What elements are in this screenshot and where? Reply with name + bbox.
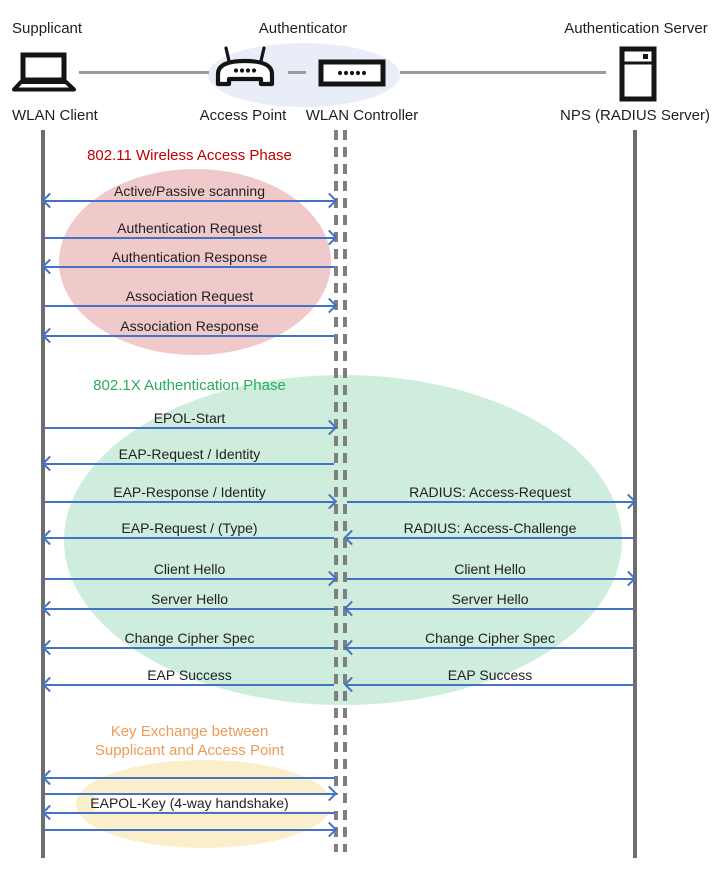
- handshake-arrow-right: [45, 793, 334, 795]
- device-label-wlan-controller: WLAN Controller: [305, 107, 419, 124]
- message-arrow-left: [347, 647, 633, 649]
- laptop-icon: [12, 52, 78, 93]
- handshake-arrow-left: [45, 812, 334, 814]
- connector-line: [400, 71, 606, 74]
- message-arrow-left: [347, 608, 633, 610]
- lifeline-wlan-client: [41, 130, 45, 858]
- message-label: Authentication Response: [111, 249, 268, 265]
- lifeline-wlan-controller-dashed-2: [343, 130, 347, 852]
- message-label: Change Cipher Spec: [124, 630, 255, 646]
- message-arrow-right: [45, 578, 334, 580]
- message-label: RADIUS: Access-Challenge: [403, 520, 577, 536]
- device-label-nps-radius-server: NPS (RADIUS Server): [559, 107, 711, 124]
- message-label: Authentication Request: [117, 220, 262, 236]
- message-arrow-right: [45, 237, 334, 239]
- message-label: EAP-Request / Identity: [118, 446, 261, 462]
- message-arrow-both: [45, 200, 334, 202]
- message-arrow-left: [45, 608, 334, 610]
- role-supplicant: Supplicant: [12, 20, 83, 37]
- message-arrow-right: [45, 427, 334, 429]
- role-authenticator: Authenticator: [258, 20, 348, 37]
- message-arrow-left: [45, 463, 334, 465]
- phase3-title: Key Exchange between Supplicant and Acce…: [45, 722, 334, 760]
- connector-dash: [288, 71, 306, 74]
- handshake-arrow-right: [45, 829, 334, 831]
- message-label: EAP Success: [447, 667, 533, 683]
- lifeline-wlan-controller-dashed-1: [334, 130, 338, 852]
- message-arrow-left: [347, 537, 633, 539]
- message-label: Change Cipher Spec: [425, 630, 555, 646]
- message-label: Server Hello: [451, 591, 529, 607]
- message-label: EAP-Request / (Type): [121, 520, 258, 536]
- message-label: Association Response: [120, 318, 259, 334]
- message-arrow-left: [45, 266, 334, 268]
- message-label: Server Hello: [150, 591, 229, 607]
- message-arrow-right: [347, 578, 633, 580]
- message-label: EAP Success: [147, 667, 232, 683]
- role-authentication-server: Authentication Server: [564, 20, 708, 37]
- server-icon: [618, 46, 658, 103]
- phase1-title: 802.11 Wireless Access Phase: [87, 147, 292, 164]
- device-label-wlan-client: WLAN Client: [12, 107, 98, 124]
- message-arrow-left: [45, 335, 334, 337]
- message-label: Client Hello: [454, 561, 526, 577]
- eapol-key-label: EAPOL-Key (4-way handshake): [90, 795, 289, 811]
- eapol-key-label-box: [95, 795, 339, 811]
- message-arrow-left: [45, 537, 334, 539]
- connector-line: [79, 71, 209, 74]
- message-label: EPOL-Start: [153, 410, 226, 426]
- access-point-icon: [212, 46, 278, 92]
- handshake-arrow-left: [45, 777, 334, 779]
- message-label: RADIUS: Access-Request: [409, 484, 571, 500]
- lifeline-nps-server: [633, 130, 637, 858]
- message-arrow-left: [45, 684, 334, 686]
- phase3-title-line2: Supplicant and Access Point: [94, 742, 285, 759]
- message-label: Association Request: [125, 288, 254, 304]
- phase3-title-line1: Key Exchange between: [110, 723, 269, 740]
- message-arrow-right: [347, 501, 633, 503]
- device-label-access-point: Access Point: [199, 107, 287, 124]
- message-label: Active/Passive scanning: [114, 183, 265, 199]
- message-arrow-left: [45, 647, 334, 649]
- message-arrow-left: [347, 684, 633, 686]
- message-arrow-right: [45, 305, 334, 307]
- phase2-title: 802.1X Authentication Phase: [93, 377, 286, 394]
- message-label: EAP-Response / Identity: [113, 484, 266, 500]
- wlan-controller-icon: [318, 59, 386, 87]
- message-arrow-right: [45, 501, 334, 503]
- message-label: Client Hello: [153, 561, 226, 577]
